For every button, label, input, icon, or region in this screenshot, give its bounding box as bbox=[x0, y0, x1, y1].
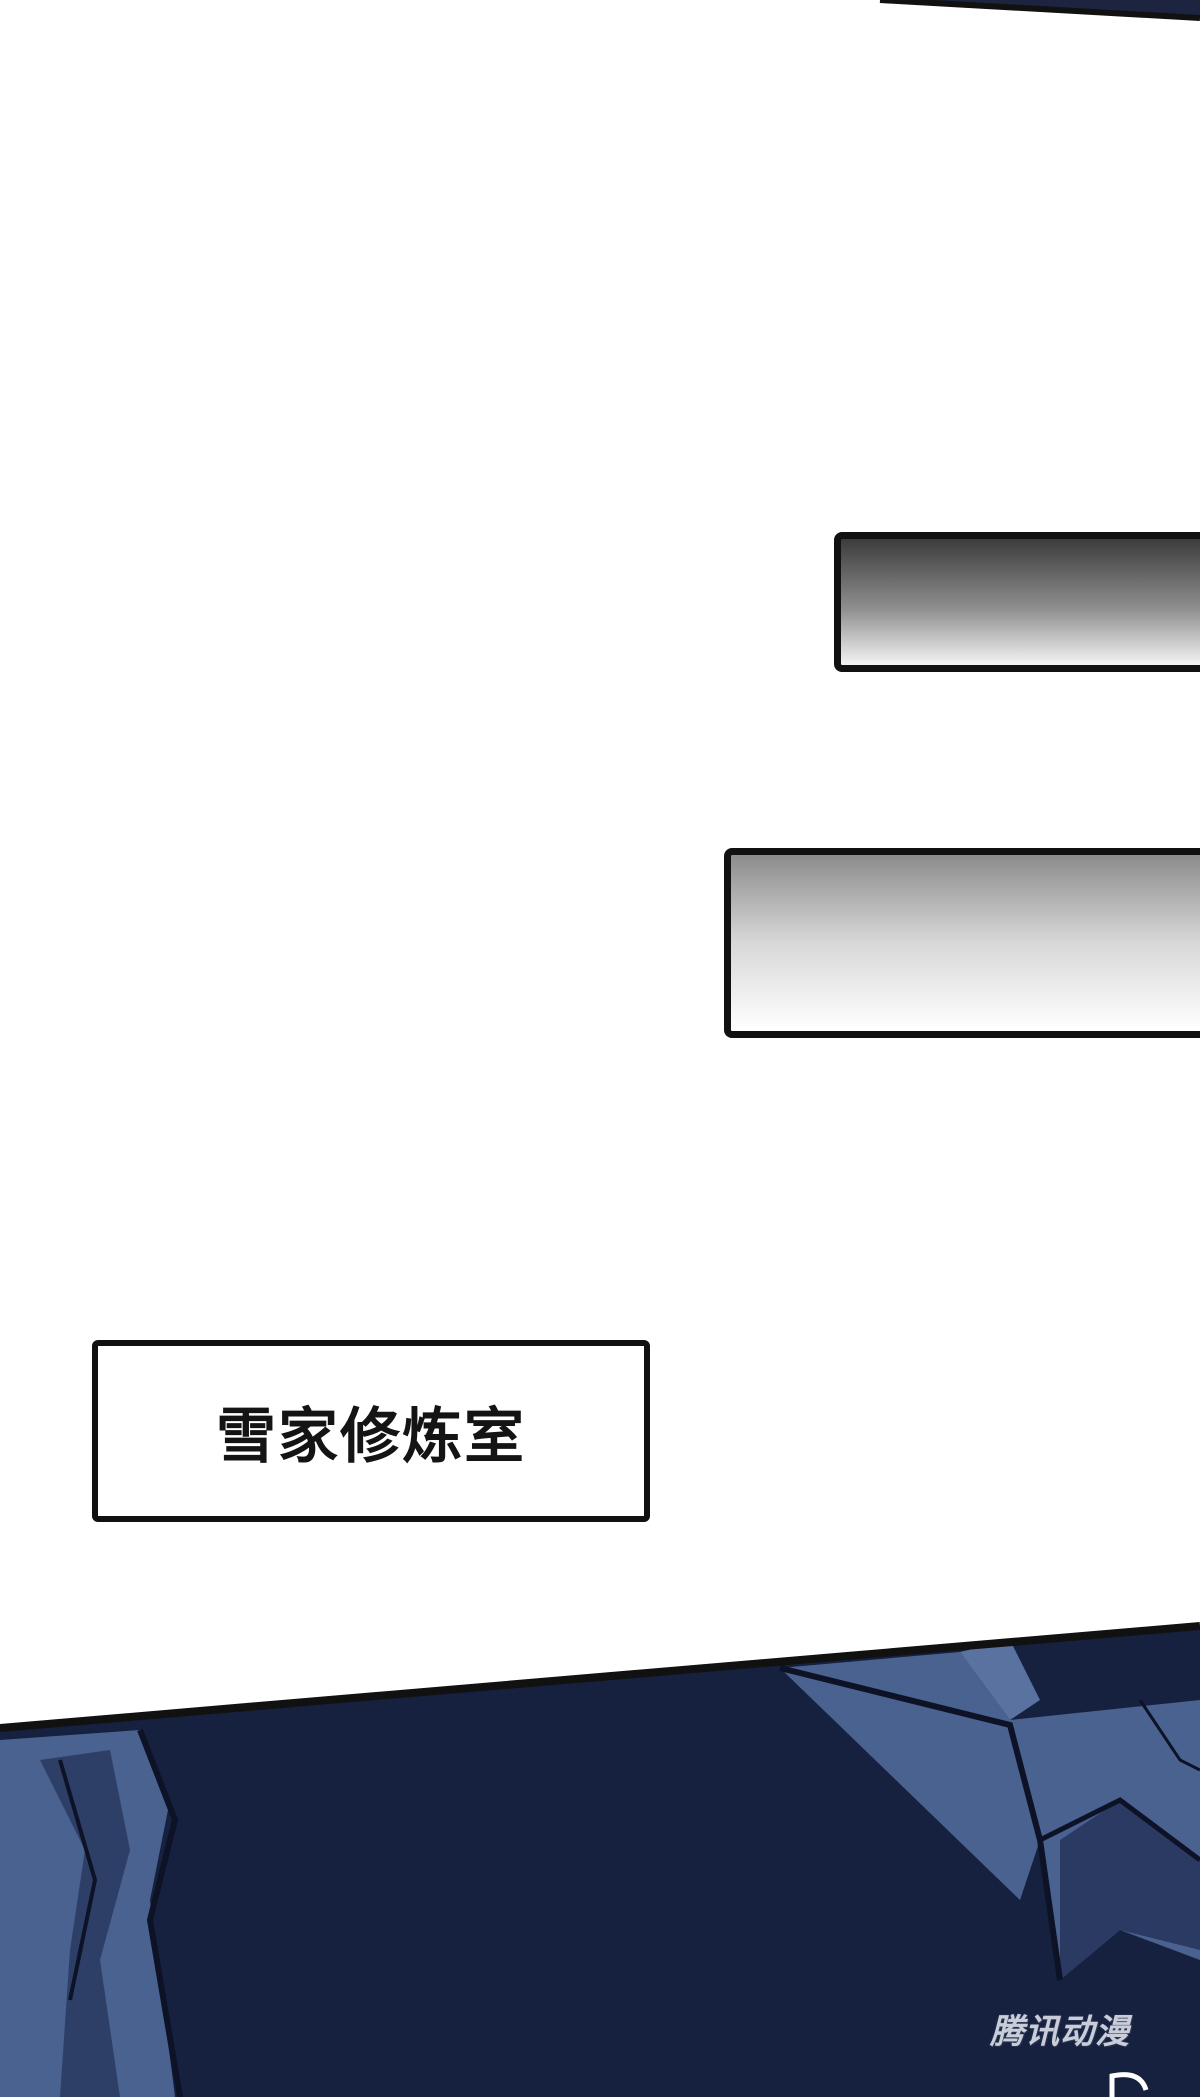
right-figure-strand bbox=[1138, 1699, 1200, 1772]
gradient-caption-bar-top bbox=[834, 532, 1200, 672]
left-figure-outline bbox=[137, 1728, 183, 2097]
right-figure-outline bbox=[779, 1665, 1063, 1981]
publisher-watermark: 腾讯动漫 bbox=[990, 2012, 1130, 2052]
right-figure-dark-strand bbox=[1060, 1800, 1200, 1980]
left-figure-fold bbox=[58, 1759, 98, 2001]
right-figure-shading bbox=[960, 1640, 1040, 1720]
bottom-corner-mark bbox=[1109, 2072, 1149, 2097]
right-figure-outline-2 bbox=[1038, 1797, 1200, 1862]
night-panel-border bbox=[0, 1622, 1200, 1732]
top-panel-border bbox=[879, 0, 1200, 21]
location-caption-box: 雪家修炼室 bbox=[92, 1340, 650, 1522]
gradient-caption-bar-middle bbox=[724, 848, 1200, 1038]
location-caption-text: 雪家修炼室 bbox=[216, 1401, 526, 1472]
